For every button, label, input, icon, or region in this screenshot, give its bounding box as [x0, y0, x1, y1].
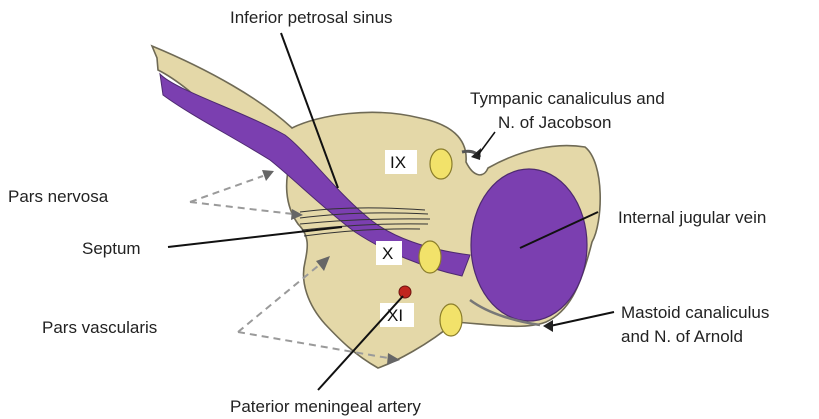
posterior-meningeal-artery-dot: [399, 286, 411, 298]
nerve-x-label: X: [382, 244, 393, 263]
nerve-xi-label: XI: [387, 306, 403, 325]
label-internal-jugular-vein: Internal jugular vein: [618, 208, 766, 227]
label-tympanic-line2: N. of Jacobson: [498, 113, 611, 132]
label-mastoid-line1: Mastoid canaliculus: [621, 303, 769, 322]
leader-tympanic-canaliculus: [478, 132, 495, 155]
pars-nervosa-dashed-pointers: [190, 176, 293, 214]
leader-mastoid-canaliculus: [550, 312, 614, 326]
nerve-x-oval: [419, 241, 441, 273]
label-inferior-petrosal-sinus: Inferior petrosal sinus: [230, 8, 393, 27]
internal-jugular-vein-shape: [471, 169, 587, 321]
nerve-ix-oval: [430, 149, 452, 179]
label-pars-vascularis: Pars vascularis: [42, 318, 157, 337]
label-septum: Septum: [82, 239, 141, 258]
label-mastoid-line2: and N. of Arnold: [621, 327, 743, 346]
label-pars-nervosa: Pars nervosa: [8, 187, 109, 206]
nerve-xi-oval: [440, 304, 462, 336]
pars-nervosa-arrowhead-upper: [262, 170, 274, 181]
label-paterior-meningeal-artery: Paterior meningeal artery: [230, 397, 421, 416]
nerve-ix-label: IX: [390, 153, 406, 172]
label-tympanic-line1: Tympanic canaliculus and: [470, 89, 665, 108]
